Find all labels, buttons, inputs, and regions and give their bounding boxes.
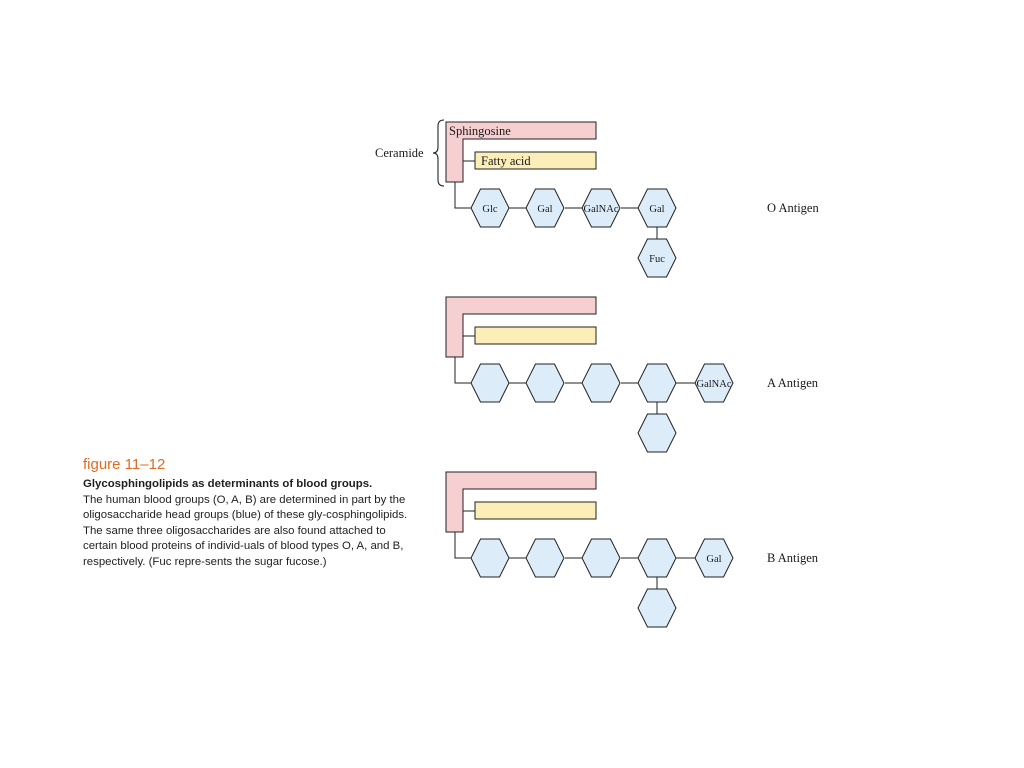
sugar-hexagon <box>470 538 510 578</box>
sugar-hexagon <box>470 363 510 403</box>
glycosidic-link <box>454 182 471 209</box>
sugar-hexagon <box>581 538 621 578</box>
antigen-label: O Antigen <box>767 201 819 215</box>
sugar-hexagon <box>581 363 621 403</box>
sphingosine-backbone <box>445 121 597 183</box>
sugar-hexagon <box>525 188 565 228</box>
figure-number: figure 11–12 <box>83 456 166 473</box>
terminal-sugar-label: Gal <box>706 554 721 565</box>
antigen-label: A Antigen <box>767 376 819 390</box>
sugar-chain: Glc Gal GalNAc Gal Fuc <box>470 188 677 278</box>
sugar-chain: GalNAc <box>470 363 734 453</box>
sugar-hexagon <box>525 538 565 578</box>
glycosidic-link <box>454 532 471 559</box>
structure-b-antigen: Gal B Antigen <box>445 471 819 628</box>
glycosidic-link <box>454 357 471 384</box>
antigen-label: B Antigen <box>767 551 819 565</box>
fatty-acid-chain <box>474 326 597 345</box>
sphingosine-backbone <box>445 296 597 358</box>
fatty-acid-label: Fatty acid <box>481 154 531 168</box>
sugar-chain: Gal <box>470 538 734 628</box>
figure-caption: figure 11–12 Glycosphingolipids as deter… <box>83 456 423 570</box>
fucose-branch-hexagon <box>637 588 677 628</box>
terminal-sugar-hexagon <box>694 538 734 578</box>
fatty-acid-chain <box>474 501 597 520</box>
sugar-hexagon <box>581 188 621 228</box>
sugar-label: Gal <box>649 204 664 215</box>
sphingosine-label: Sphingosine <box>449 124 511 138</box>
sugar-hexagon <box>637 538 677 578</box>
sugar-label: Glc <box>482 204 498 215</box>
branch-sugar-label: Fuc <box>649 254 665 265</box>
sugar-hexagon <box>637 363 677 403</box>
fatty-acid-chain <box>474 151 597 170</box>
structure-o-antigen: Sphingosine Fatty acid Glc Gal GalNAc Ga… <box>445 121 819 278</box>
caption-title: Glycosphingolipids as determinants of bl… <box>83 478 373 490</box>
sugar-label: Gal <box>537 204 552 215</box>
ceramide-label: Ceramide <box>375 146 424 160</box>
sugar-hexagon <box>470 188 510 228</box>
fucose-branch-hexagon <box>637 413 677 453</box>
sugar-hexagon <box>525 363 565 403</box>
caption-body: The human blood groups (O, A, B) are det… <box>83 493 408 568</box>
sphingosine-backbone <box>445 471 597 533</box>
sugar-hexagon <box>637 188 677 228</box>
structure-a-antigen: GalNAc A Antigen <box>445 296 819 453</box>
terminal-sugar-hexagon <box>694 363 734 403</box>
fucose-branch-hexagon <box>637 238 677 278</box>
terminal-sugar-label: GalNAc <box>697 379 732 390</box>
ceramide-bracket <box>432 119 445 187</box>
sugar-label: GalNAc <box>584 204 619 215</box>
